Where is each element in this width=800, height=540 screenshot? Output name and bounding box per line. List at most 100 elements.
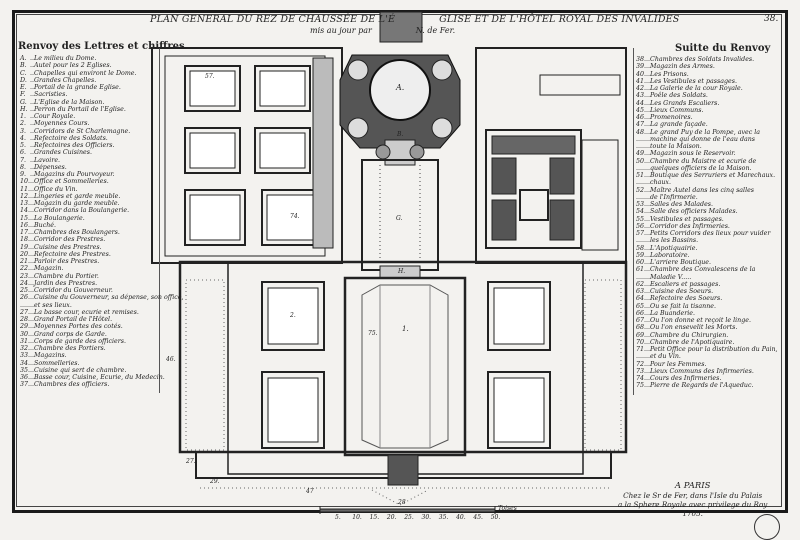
legend-key: 43. (636, 92, 647, 100)
scale-bar (319, 506, 496, 514)
legend-key: 47. (636, 121, 647, 129)
legend-label: La basse cour, ecurie et remises. (34, 308, 139, 316)
legend-item: 17...Chambres des Boulangers. (20, 229, 120, 236)
legend-key: 30. (20, 330, 31, 338)
legend-key: 1. (20, 113, 27, 120)
legend-label: Corps de garde des officiers. (34, 337, 126, 345)
legend-item: 29...Moyennes Portes des cotés. (20, 323, 123, 331)
legend-item: 36...Basse cour, Cuisine, Ecurie, du Med… (20, 374, 165, 381)
legend-key: 21. (20, 258, 31, 265)
plan-label-court-75: 75. (368, 330, 378, 337)
legend-left-list: A...Le milieu du Dome.B...Autel pour les… (20, 55, 183, 389)
legend-key: 53. (636, 201, 647, 208)
legend-key: ..... (20, 301, 31, 309)
legend-label: Cuisine qui sert de chambre. (34, 366, 127, 374)
legend-label: Maître Autel dans les cinq salles (650, 186, 755, 194)
legend-right-panel (633, 48, 780, 395)
legend-key: ..... (636, 273, 647, 281)
legend-label: Grandes Cuisines. (34, 149, 93, 157)
legend-item: 27...La basse cour, ecurie et remises. (20, 308, 139, 316)
legend-item: .......les les Bassins. (636, 237, 699, 245)
legend-key: 12. (20, 192, 31, 200)
legend-key: 22. (20, 265, 31, 273)
legend-label: Buché. (34, 221, 57, 229)
legend-label: Corridor des Infirmeries. (650, 222, 730, 230)
legend-item: 15...La Boulangerie. (20, 214, 85, 222)
legend-right-heading: Suitte du Renvoy (675, 43, 771, 54)
plan-label-promenoir: 46. (166, 356, 176, 363)
legend-item: 41...Les Vestibules et passages. (636, 77, 737, 85)
legend-item: 47...La grande façade. (636, 121, 708, 129)
legend-label: Basse cour, Cuisine, Ecurie, du Medecin. (34, 374, 165, 381)
legend-item: 71...Petit Office pour la distribution d… (636, 346, 778, 353)
legend-label: Le milieu du Dome. (34, 55, 97, 62)
plan-label-dome: A. (396, 83, 405, 92)
legend-key: 13. (20, 200, 31, 207)
legend-label: Autel pour les 2 Eglises. (34, 62, 112, 70)
legend-key: 16. (20, 221, 31, 229)
legend-left-panel (16, 48, 160, 393)
legend-label: La Buanderie. (650, 309, 695, 317)
legend-key: 69. (636, 331, 647, 339)
legend-label: Magazin sous le Reservoir. (650, 150, 736, 158)
imprint-line2: a la Sphere Royale avec privilege du Roy (618, 500, 768, 509)
legend-key: 10. (20, 178, 31, 186)
legend-item: 40...Les Prisons. (636, 70, 689, 78)
legend-label: chaux. (650, 179, 671, 187)
legend-label: Parloir des Prestres. (34, 258, 100, 265)
legend-label: Chambre des Portiers. (34, 345, 106, 352)
legend-key: 14. (20, 207, 31, 215)
plan-label-court-57: 57. (205, 73, 215, 80)
legend-key: 56. (636, 222, 647, 230)
legend-key: 7. (20, 156, 27, 164)
legend-label: Cuisine des Prestres. (34, 243, 102, 251)
legend-item: 45...Lieux Communs. (636, 106, 704, 114)
legend-left-heading: Renvoy des Lettres et chiffres (18, 41, 185, 52)
legend-key: 11. (20, 185, 31, 193)
legend-key: 6. (20, 149, 27, 157)
imprint-year: 1705. (682, 509, 703, 518)
legend-key: 68. (636, 324, 647, 332)
scale-tick-label: 40. (456, 514, 466, 521)
legend-label: Les Prisons. (650, 70, 689, 78)
legend-item: 4...Refectoire des Soldats. (20, 134, 108, 142)
plan-label-stable: 27. (186, 458, 196, 465)
scale-tick-label: 35. (438, 514, 449, 521)
legend-key: 2. (20, 120, 27, 128)
legend-key: H. (20, 105, 28, 113)
legend-key: 17. (20, 229, 31, 236)
scale-tick-label: 15. (369, 514, 380, 521)
legend-key: 75. (636, 382, 647, 390)
legend-label: Chambre du Portier. (34, 272, 99, 280)
legend-item: 75...Pierre de Regards de l'Aqueduc. (636, 382, 754, 390)
legend-item: 61...Chambre des Convalescens de la (636, 266, 756, 274)
legend-item: 14...Corridor dans la Boulangerie. (20, 207, 130, 215)
legend-label: Ou l'on ensevelit les Morts. (650, 324, 738, 332)
legend-item: 11...Office du Vin. (20, 185, 78, 193)
imprint-line1: Chez le Sr de Fer, dans l'Isle du Palais (623, 491, 763, 500)
legend-label: Chambres des Soldats Invalides. (650, 56, 755, 63)
legend-item: .......et du Vin. (636, 353, 681, 361)
legend-key: 8. (20, 163, 27, 171)
legend-item: 64...Refectoire des Soeurs. (636, 295, 723, 303)
legend-item: 30...Grand corps de Garde. (20, 330, 107, 338)
legend-key: 59. (636, 251, 647, 259)
legend-label: Ou se fait la tisanne. (650, 302, 716, 310)
legend-label: Chambre du Maistre et ecurie de (650, 157, 757, 165)
legend-label: Office et Sommelleries. (34, 178, 109, 186)
legend-label: Les Vestibules et passages. (650, 77, 737, 85)
legend-label: Moyennes Cours. (34, 120, 90, 128)
legend-key: 18. (20, 236, 31, 244)
legend-label: Laboratoire. (650, 251, 690, 259)
legend-label: Maladie V..... (650, 273, 692, 281)
legend-key: 42. (636, 85, 647, 92)
legend-key: 29. (20, 323, 31, 331)
legend-item: 60...L'arriere Boutique. (636, 259, 712, 266)
legend-label: Perron du Portail de l'Eglise. (34, 105, 126, 113)
legend-key: 62. (636, 280, 647, 288)
legend-item: 24...Jardin des Prestres. (20, 279, 98, 287)
legend-label: Magazin du garde meuble. (34, 200, 120, 207)
legend-item: F...Sacristies. (20, 91, 68, 99)
legend-key: 72. (636, 360, 647, 368)
